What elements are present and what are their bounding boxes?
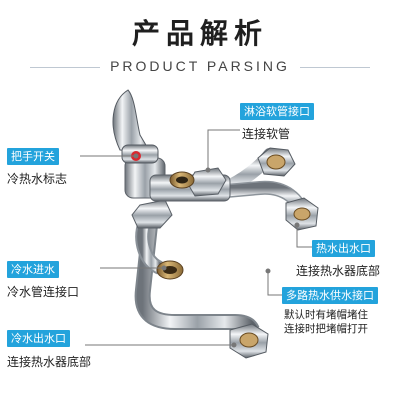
hot-outlet-nut <box>285 197 319 231</box>
shower-hose-nut <box>257 147 296 177</box>
desc-shower-hose: 连接软管 <box>242 127 291 141</box>
desc-cold-inlet: 冷水管连接口 <box>7 285 80 299</box>
tag-shower-hose: 淋浴软管接口 <box>240 103 314 120</box>
desc-multi-supply-1: 默认时有堵帽堵住 <box>284 309 368 321</box>
lever-handle <box>112 89 159 164</box>
page-subtitle: PRODUCT PARSING <box>110 58 290 74</box>
cold-inlet-pipe <box>135 219 184 280</box>
tag-multi-supply: 多路热水供水接口 <box>282 287 378 304</box>
lower-pipe <box>134 224 260 334</box>
desc-cold-outlet: 连接热水器底部 <box>7 355 92 369</box>
desc-multi-supply-2: 连接时把堵帽打开 <box>284 323 368 335</box>
cold-outlet-nut <box>229 323 269 359</box>
page-title: 产品解析 <box>131 17 268 50</box>
desc-hot-outlet: 连接热水器底部 <box>296 264 381 278</box>
left-hex-fitting <box>131 199 173 229</box>
tag-cold-outlet: 冷水出水口 <box>7 330 70 347</box>
tag-handle: 把手开关 <box>7 148 59 165</box>
desc-handle: 冷热水标志 <box>7 172 68 186</box>
subtitle-rule-right <box>300 67 370 68</box>
tag-cold-inlet: 冷水进水 <box>7 261 59 278</box>
tag-hot-outlet: 热水出水口 <box>312 240 375 257</box>
subtitle-rule-left <box>30 67 100 68</box>
top-threaded-outlet <box>169 171 195 189</box>
leader-lines <box>80 129 312 348</box>
